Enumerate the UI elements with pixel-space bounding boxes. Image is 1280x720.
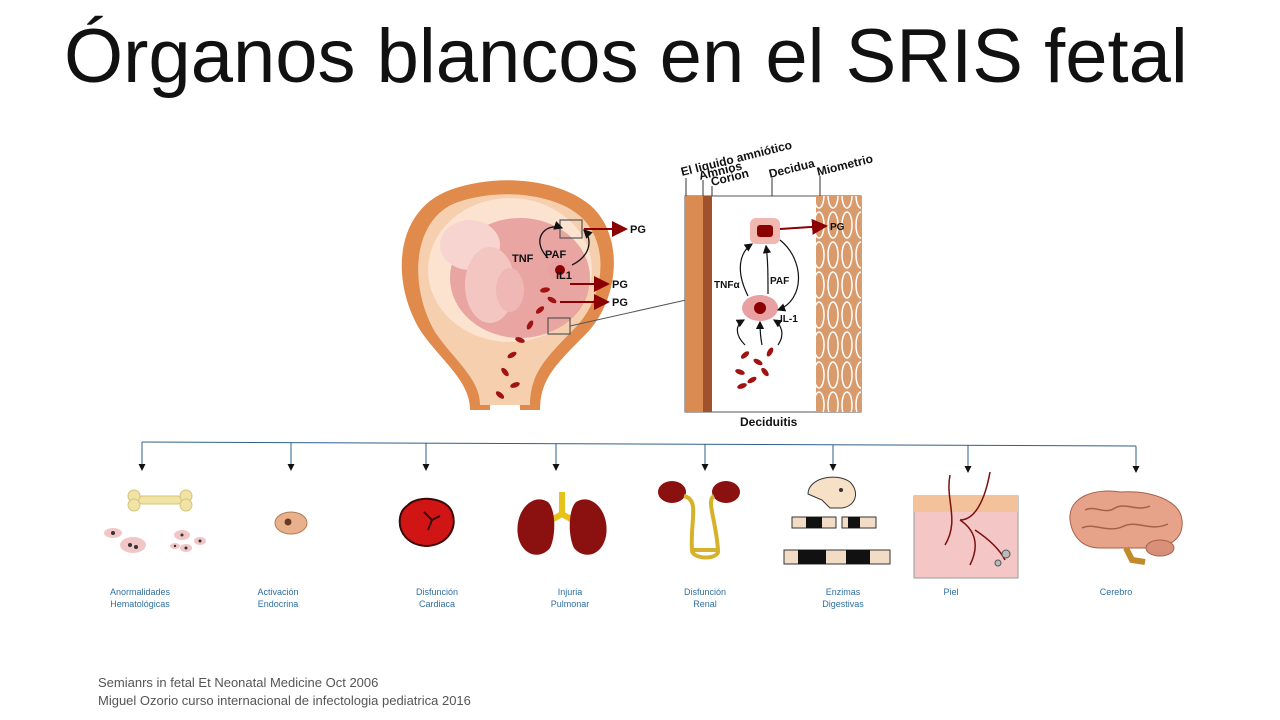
organ-label-line1: Enzimas <box>825 587 861 597</box>
skin-icon <box>913 471 1019 579</box>
organ-label-line1: Disfunción <box>683 587 727 597</box>
uterus-paf-label: PAF <box>545 249 566 261</box>
uterus-tnf-label: TNF <box>512 253 534 265</box>
inset-pg-label: PG <box>830 222 845 233</box>
layer-decidua: Decidua <box>767 156 816 181</box>
uterus-illustration: TNF PAF IL1 PG PG PG <box>401 180 687 410</box>
organ-label-renal: Disfunción Renal <box>657 586 753 610</box>
organ-connector <box>138 441 1140 473</box>
organ-label-endocrine: Activación Endocrina <box>230 586 326 610</box>
organ-label-line2: Hematológicas <box>110 599 170 609</box>
organ-label-line2: Digestivas <box>822 599 864 609</box>
lungs-icon <box>517 492 607 555</box>
inset-il1-label: IL-1 <box>780 314 798 325</box>
layer-miometrio: Miometrio <box>815 151 874 178</box>
organ-label-pulmonary: Injuria Pulmonar <box>522 586 618 610</box>
organ-label-line1: Cerebro <box>1099 587 1133 597</box>
organ-label-line1: Anormalidades <box>109 587 171 597</box>
uterus-il1-label: IL1 <box>556 270 572 282</box>
organ-label-brain: Cerebro <box>1068 586 1164 598</box>
slide-title: Órganos blancos en el SRIS fetal <box>64 14 1188 99</box>
digestive-enzymes-icon <box>783 476 891 565</box>
inset-tnfa-label: TNFα <box>714 280 740 291</box>
source-citation: Semianrs in fetal Et Neonatal Medicine O… <box>98 674 471 710</box>
organ-label-line2: Endocrina <box>257 599 299 609</box>
organ-label-line2: Pulmonar <box>550 599 590 609</box>
uterus-pg-mid-label: PG <box>612 279 628 291</box>
citation-line-2: Miguel Ozorio curso internacional de inf… <box>98 693 471 708</box>
inset-paf-label: PAF <box>770 276 789 287</box>
organ-label-line1: Activación <box>257 587 299 597</box>
organ-label-line1: Piel <box>943 587 959 597</box>
organ-label-hematologic: Anormalidades Hematológicas <box>92 586 188 610</box>
tissue-inset: El liquido amniótico Amnios Corion Decid… <box>679 138 874 429</box>
organ-label-line2: Renal <box>693 599 717 609</box>
uterus-pg-top-label: PG <box>630 224 646 236</box>
uterus-pg-bot-label: PG <box>612 297 628 309</box>
bone-blood-icon <box>104 489 206 553</box>
organ-label-line1: Disfunción <box>415 587 459 597</box>
heart-icon <box>398 497 455 548</box>
organ-label-digestive: Enzimas Digestivas <box>795 586 891 610</box>
organ-label-line2: Cardiaca <box>418 599 456 609</box>
kidneys-icon <box>658 481 740 560</box>
inset-deciduitis-label: Deciduitis <box>740 415 798 429</box>
brain-icon <box>1069 490 1183 565</box>
organ-label-cardiac: Disfunción Cardiaca <box>389 586 485 610</box>
endocrine-cell-icon <box>274 511 308 535</box>
citation-line-1: Semianrs in fetal Et Neonatal Medicine O… <box>98 675 379 690</box>
organ-label-line1: Injuria <box>557 587 583 597</box>
organ-label-skin: Piel <box>903 586 999 598</box>
